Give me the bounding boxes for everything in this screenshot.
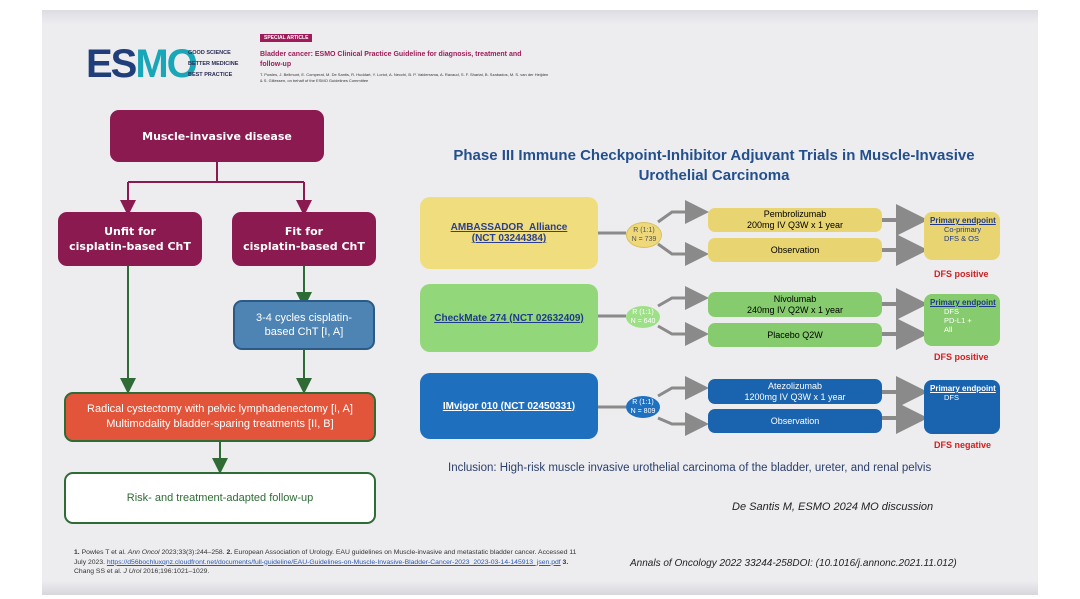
trial-ambassador: AMBASSADOR_Alliance(NCT 03244384) <box>420 197 598 269</box>
randomization-oval: R (1:1)N = 809 <box>626 396 660 418</box>
unfit-cisplatin-box: Unfit for cisplatin-based ChT <box>58 212 202 266</box>
box-line: Fit for <box>284 225 324 238</box>
radical-cystectomy-box: Radical cystectomy with pelvic lymphaden… <box>64 392 376 442</box>
box-line: Unfit for <box>104 225 156 238</box>
esmo-tagline: GOOD SCIENCE BETTER MEDICINE BEST PRACTI… <box>188 48 238 81</box>
follow-up-box: Risk- and treatment-adapted follow-up <box>64 472 376 524</box>
primary-endpoint-box: Primary endpoint Co-primary DFS & OS <box>924 212 1000 260</box>
slide: ESMO GOOD SCIENCE BETTER MEDICINE BEST P… <box>42 10 1038 595</box>
box-line: 3-4 cycles cisplatin- <box>256 312 352 324</box>
trial-name-line: AMBASSADOR_Alliance <box>450 222 568 233</box>
box-line: Radical cystectomy with pelvic lymphaden… <box>87 403 353 415</box>
top-band <box>42 10 1038 24</box>
article-title: Bladder cancer: ESMO Clinical Practice G… <box>260 51 522 68</box>
primary-endpoint-box: Primary endpoint DFS PD-L1 + All <box>924 294 1000 346</box>
tagline-line: GOOD SCIENCE <box>188 50 231 56</box>
fit-cisplatin-box: Fit for cisplatin-based ChT <box>232 212 376 266</box>
randomization-oval: R (1:1)N = 739 <box>626 222 662 248</box>
box-label: Risk- and treatment-adapted follow-up <box>126 492 314 504</box>
trial-arm-control: Observation <box>708 409 882 433</box>
reference-link[interactable]: https://d56bochluxqnz.cloudfront.net/doc… <box>106 558 561 566</box>
trials-title: Phase III Immune Checkpoint-Inhibitor Ad… <box>414 146 1014 186</box>
esmo-logo: ESMO <box>86 42 198 86</box>
primary-endpoint-box: Primary endpoint DFS <box>924 380 1000 434</box>
special-article-badge: SPECIAL ARTICLE <box>260 34 313 42</box>
trial-imvigor-010: IMvigor 010 (NCT 02450331) <box>420 373 598 439</box>
title-line: Phase III Immune Checkpoint-Inhibitor Ad… <box>453 147 975 164</box>
box-line: cisplatin-based ChT <box>69 240 191 253</box>
box-label: Muscle-invasive disease <box>142 129 292 143</box>
journal-citation: Annals of Oncology 2022 33244-258DOI: (1… <box>630 558 957 569</box>
trial-result: DFS positive <box>934 269 989 279</box>
bottom-band <box>42 581 1038 595</box>
trial-arm-control: Observation <box>708 238 882 262</box>
randomization-oval: R (1:1)N = 640 <box>626 306 660 328</box>
box-line: based ChT [I, A] <box>264 326 344 338</box>
trial-checkmate-274: CheckMate 274 (NCT 02632409) <box>420 284 598 352</box>
trial-name-line: (NCT 03244384) <box>471 233 547 244</box>
title-line: Urothelial Carcinoma <box>638 167 790 184</box>
muscle-invasive-disease-box: Muscle-invasive disease <box>110 110 324 162</box>
trial-result: DFS positive <box>934 352 989 362</box>
cisplatin-cycles-box: 3-4 cycles cisplatin-based ChT [I, A] <box>233 300 375 350</box>
article-authors: T. Powles, J. Bellmunt, E. Comperat, M. … <box>260 72 549 83</box>
flowchart-connectors <box>120 160 928 474</box>
tagline-line: BETTER MEDICINE <box>188 61 239 67</box>
trial-arm-control: Placebo Q2W <box>708 323 882 347</box>
presentation-credit: De Santis M, ESMO 2024 MO discussion <box>732 501 934 513</box>
box-line: Multimodality bladder-sparing treatments… <box>106 418 334 430</box>
inclusion-criteria: Inclusion: High-risk muscle invasive uro… <box>448 462 932 474</box>
tagline-line: BEST PRACTICE <box>188 72 233 78</box>
trial-result: DFS negative <box>934 440 992 450</box>
box-line: cisplatin-based ChT <box>243 240 365 253</box>
references: 1. Powles T et al. Ann Oncol 2023;33(3):… <box>74 549 577 575</box>
